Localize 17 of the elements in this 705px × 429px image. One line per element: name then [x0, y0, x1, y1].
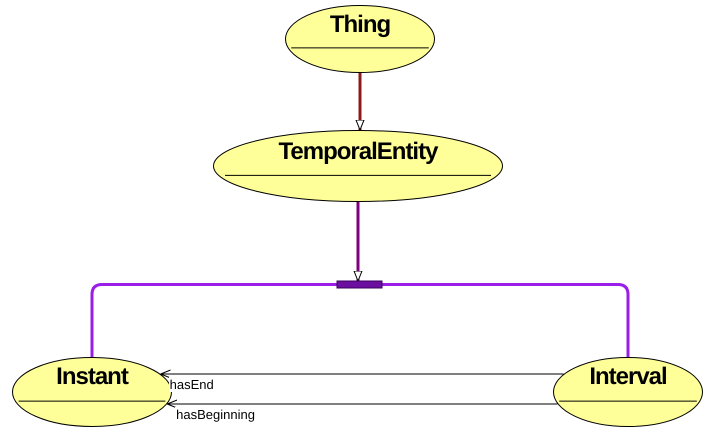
arrow	[166, 400, 558, 408]
class-ellipse	[213, 130, 503, 202]
junction-bar	[337, 281, 382, 288]
arrow	[160, 370, 564, 378]
class-ellipse	[285, 5, 435, 73]
connector-line	[382, 283, 630, 357]
class-ellipse	[553, 357, 703, 427]
arrow	[354, 202, 362, 282]
class-name: Thing	[328, 12, 392, 38]
arrow	[356, 73, 364, 130]
class-name: Instant	[55, 364, 130, 390]
class-ellipse	[12, 357, 172, 427]
edge-label: hasBeginning	[175, 407, 256, 422]
edge-label: hasEnd	[168, 377, 215, 392]
class-name: Interval	[588, 364, 668, 390]
connector-line	[90, 283, 337, 357]
class-name: TemporalEntity	[278, 139, 439, 165]
